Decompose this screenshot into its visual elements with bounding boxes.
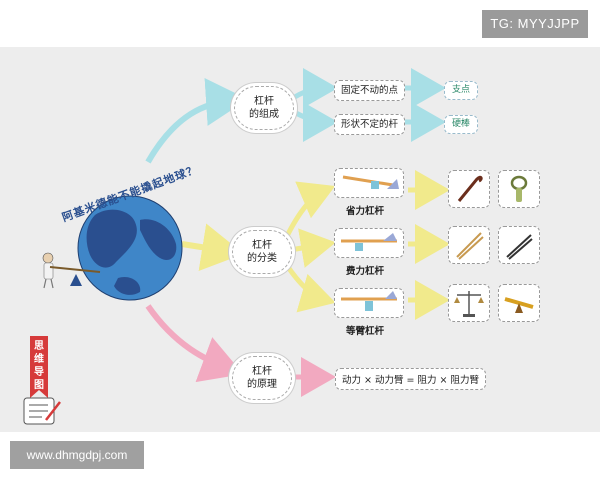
arrow-to-classification bbox=[181, 223, 244, 271]
tg-watermark: TG: MYYJJPP bbox=[482, 10, 588, 38]
balance-scale-icon bbox=[448, 284, 490, 322]
side-tag: 思维导图 bbox=[34, 341, 44, 391]
mindmap-ribbon-icon bbox=[23, 336, 61, 425]
caption-force-costing: 费力杠杆 bbox=[346, 266, 385, 277]
branch-classification: 杠杆的分类 bbox=[232, 230, 292, 274]
arrow-to-principle bbox=[145, 304, 244, 383]
composition-item-fulcrum: 固定不动的点 bbox=[334, 80, 406, 101]
tag-fulcrum: 支点 bbox=[444, 81, 479, 100]
tweezers-icon bbox=[498, 226, 540, 264]
lever-diagram-force-costing bbox=[334, 228, 404, 258]
crowbar-icon bbox=[448, 170, 490, 208]
lever-diagram-force-saving bbox=[334, 168, 404, 198]
archimedes-figure-icon bbox=[42, 252, 101, 289]
composition-item-rod: 形状不定的杆 bbox=[334, 114, 406, 135]
seesaw-icon bbox=[498, 284, 540, 322]
globe-icon bbox=[77, 195, 183, 301]
caption-equal-arm: 等臂杠杆 bbox=[346, 326, 385, 337]
tag-rigid-rod: 硬棒 bbox=[444, 115, 479, 134]
principle-formula: 动力 × 动力臂 = 阻力 × 阻力臂 bbox=[335, 368, 486, 390]
lever-diagram-equal-arm bbox=[334, 288, 404, 318]
bottle-opener-icon bbox=[498, 170, 540, 208]
url-watermark: www.dhmgdpj.com bbox=[10, 441, 144, 469]
chopsticks-icon bbox=[448, 226, 490, 264]
caption-force-saving: 省力杠杆 bbox=[346, 206, 385, 217]
branch-composition: 杠杆的组成 bbox=[234, 86, 294, 130]
arrow-to-composition bbox=[145, 77, 248, 164]
branch-principle: 杠杆的原理 bbox=[232, 356, 292, 400]
